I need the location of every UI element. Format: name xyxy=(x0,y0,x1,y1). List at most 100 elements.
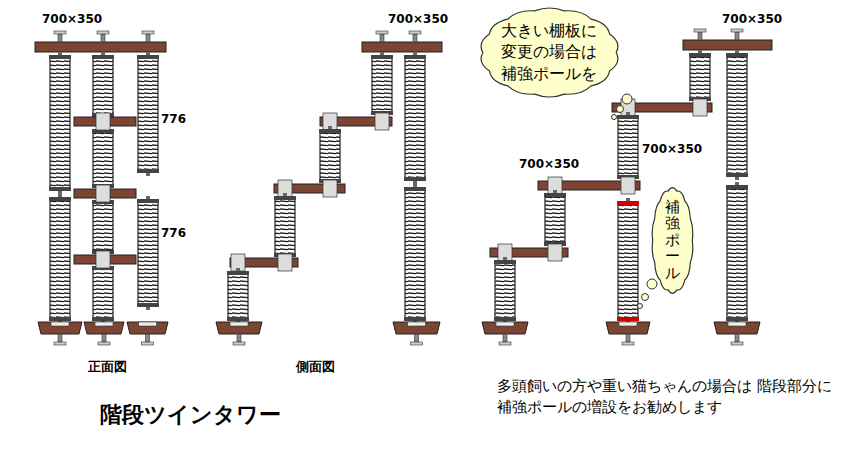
base-pad xyxy=(482,322,528,334)
bolt xyxy=(146,334,150,342)
dimension-label: 776 xyxy=(161,226,186,240)
thought-bubble xyxy=(638,304,643,309)
bracket xyxy=(96,185,110,202)
sisal-pole xyxy=(93,267,113,320)
pole-cap xyxy=(137,199,159,203)
bolt-head xyxy=(694,29,706,32)
sisal-pole xyxy=(138,200,158,306)
pole-cap xyxy=(137,169,159,173)
top-board xyxy=(683,40,772,50)
pole-cap xyxy=(137,55,159,59)
base-plate xyxy=(728,322,746,326)
sisal-pole xyxy=(93,201,113,253)
pole-cap xyxy=(371,55,393,59)
pole-cap xyxy=(617,201,639,205)
cloud-text: 大きい棚板に 変更の場合は 補強ポールを xyxy=(499,20,600,85)
base-pad xyxy=(216,322,262,334)
note: 多頭飼いの方や重い猫ちゃんの場合は 階段部分に補強ポールの増設をお勧めします xyxy=(497,376,837,418)
sisal-pole xyxy=(372,56,392,114)
sisal-pole xyxy=(727,186,747,320)
bolt-head xyxy=(731,342,743,345)
thought-bubble xyxy=(642,294,649,301)
base-plate xyxy=(139,322,157,326)
base-plate xyxy=(95,322,113,326)
sisal-pole xyxy=(275,197,295,256)
pole-cap xyxy=(92,55,114,59)
base-plate xyxy=(619,322,637,326)
sisal-pole xyxy=(50,198,70,320)
bolt-head xyxy=(731,29,743,32)
bolt xyxy=(380,34,384,42)
sisal-pole xyxy=(93,130,113,187)
sisal-pole xyxy=(618,116,638,178)
sisal-pole xyxy=(50,56,70,190)
thought-bubble xyxy=(647,279,657,289)
bolt xyxy=(735,334,739,342)
sisal-pole xyxy=(545,194,565,245)
thought-bubble xyxy=(622,94,632,104)
dimension-label: 700×350 xyxy=(642,142,702,156)
sisal-pole xyxy=(690,54,710,100)
bolt xyxy=(698,32,702,40)
pole-cap xyxy=(726,173,748,177)
sisal-pole xyxy=(320,130,340,182)
bolt xyxy=(146,34,150,42)
top-board xyxy=(362,42,442,52)
base-pad xyxy=(38,322,82,334)
pole-cap xyxy=(92,317,114,321)
bracket xyxy=(278,254,292,271)
bolt-head xyxy=(54,31,66,34)
base-pad xyxy=(127,322,168,334)
bracket xyxy=(96,113,110,130)
sisal-pole xyxy=(727,54,747,176)
bracket xyxy=(96,251,110,268)
dimension-label: 700×350 xyxy=(42,12,102,26)
bolt-head xyxy=(409,31,421,34)
pole-cap xyxy=(404,187,426,191)
bracket xyxy=(548,244,562,261)
pole-cap xyxy=(319,129,341,133)
base-plate xyxy=(51,322,69,326)
top-board xyxy=(35,42,166,52)
pole-cap xyxy=(404,317,426,321)
base-plate xyxy=(496,322,514,326)
base-pad xyxy=(606,322,650,334)
pole-cap xyxy=(726,53,748,57)
base-plate xyxy=(408,322,426,326)
cloud-shape xyxy=(481,7,618,96)
sisal-pole xyxy=(495,261,515,320)
pole-cap xyxy=(227,271,249,275)
cloud-text: 補強ポール xyxy=(665,199,680,282)
pole-cap xyxy=(617,115,639,119)
dimension-label: 700×350 xyxy=(388,12,448,26)
pole-cap xyxy=(49,187,71,191)
title: 階段ツインタワー xyxy=(100,400,281,430)
pole-cap xyxy=(726,185,748,189)
bolt-head xyxy=(54,342,66,345)
bolt xyxy=(237,334,241,342)
pole-cap xyxy=(49,55,71,59)
bolt-head xyxy=(411,342,423,345)
thought-bubble xyxy=(612,115,617,120)
pole-cap xyxy=(137,303,159,307)
base-pad xyxy=(393,322,440,334)
bolt-head xyxy=(376,31,388,34)
pole-cap xyxy=(274,196,296,200)
cloud-shape xyxy=(652,187,693,293)
pole-cap xyxy=(494,260,516,264)
bolt-head xyxy=(499,342,511,345)
base-pad xyxy=(714,322,760,334)
dimension-label: 700×350 xyxy=(519,157,579,171)
sisal-pole xyxy=(618,202,638,320)
pole-cap xyxy=(49,197,71,201)
pole-cap xyxy=(689,53,711,57)
bolt-head xyxy=(142,31,154,34)
bracket xyxy=(375,113,389,130)
base-plate xyxy=(230,322,248,326)
bolt-head xyxy=(97,31,109,34)
sisal-pole xyxy=(405,56,425,180)
pole-cap xyxy=(49,317,71,321)
bolt xyxy=(102,334,106,342)
thought-cloud: 補強ポール xyxy=(651,183,694,298)
